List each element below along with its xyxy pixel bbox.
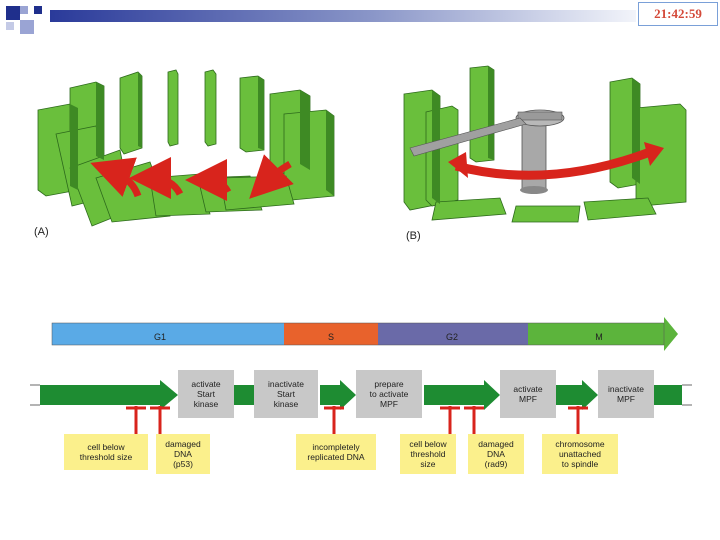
header-decoration <box>6 6 636 34</box>
condition-cell-below-threshold-size-1: cell below threshold size <box>64 434 148 470</box>
phase-label-m: M <box>595 332 603 342</box>
phase-label-s: S <box>327 332 334 342</box>
step-inactivate-start-kinase: inactivate Start kinase <box>254 370 318 418</box>
phase-g1 <box>52 323 284 345</box>
clock-display: 21:42:59 <box>638 2 718 26</box>
step-prepare-activate-mpf: prepare to activate MPF <box>356 370 422 418</box>
phase-m <box>528 317 678 351</box>
condition-cell-below-threshold-size-2: cell below threshold size <box>400 434 456 474</box>
phase-label-g1: G1 <box>153 332 166 342</box>
panel-b-label: (B) <box>406 230 421 242</box>
condition-damaged-dna-rad9: damaged DNA (rad9) <box>468 434 524 474</box>
phase-g2 <box>378 323 528 345</box>
phase-label-g2: G2 <box>445 332 458 342</box>
step-activate-start-kinase: activate Start kinase <box>178 370 234 418</box>
phase-s <box>284 323 378 345</box>
condition-damaged-dna-p53: damaged DNA (p53) <box>156 434 210 474</box>
step-inactivate-mpf: inactivate MPF <box>598 370 654 418</box>
condition-incompletely-replicated-dna: incompletely replicated DNA <box>296 434 376 470</box>
condition-chromosome-unattached: chromosome unattached to spindle <box>542 434 618 474</box>
panel-a-label: (A) <box>34 226 49 238</box>
step-activate-mpf: activate MPF <box>500 370 556 418</box>
